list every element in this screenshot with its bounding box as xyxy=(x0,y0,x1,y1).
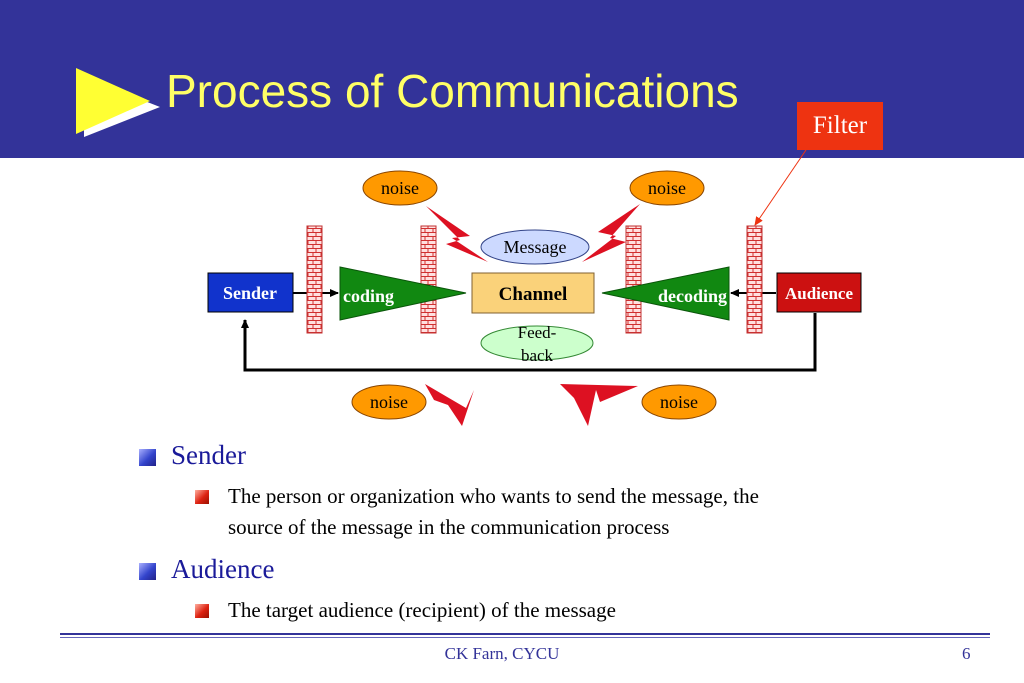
bullet-square-icon xyxy=(139,449,156,466)
sender-label: Sender xyxy=(223,283,277,303)
audience-box xyxy=(776,272,862,313)
channel-label: Channel xyxy=(499,284,568,305)
feedback-label-line2: back xyxy=(521,346,554,365)
message-label: Message xyxy=(504,237,567,257)
lightning-bolt-icon xyxy=(582,204,640,262)
feedback-ellipse xyxy=(480,325,594,361)
sender-box xyxy=(207,272,294,313)
filter-wall-2 xyxy=(420,225,437,334)
footer-divider xyxy=(60,633,990,635)
filter-wall-4 xyxy=(746,225,763,334)
audience-label: Audience xyxy=(785,284,853,303)
noise-ellipse xyxy=(351,384,427,420)
bullet-text-sender-line1: The person or organization who wants to … xyxy=(228,484,759,508)
filter-wall-3 xyxy=(625,225,642,334)
bullet-square-icon xyxy=(139,563,156,580)
feedback-label-line1: Feed- xyxy=(518,323,557,342)
footer-divider xyxy=(60,637,990,638)
noise-label: noise xyxy=(381,178,419,198)
coding-label: coding xyxy=(343,286,394,306)
page-number: 6 xyxy=(962,644,971,663)
footer-text: CK Farn, CYCU xyxy=(444,644,560,663)
bullet-text-sender-line2: source of the message in the communicati… xyxy=(228,515,670,539)
lightning-bolt-icon xyxy=(560,384,638,426)
noise-ellipse xyxy=(641,384,717,420)
decoding-label: decoding xyxy=(658,286,727,306)
message-ellipse xyxy=(480,229,590,265)
sub-bullet-square-icon xyxy=(195,490,209,504)
filter-wall-1 xyxy=(306,225,323,334)
lightning-bolt-icon xyxy=(425,384,474,426)
filter-pointer-arrow xyxy=(754,149,807,226)
page-title: Process of Communications xyxy=(166,65,739,117)
noise-label: noise xyxy=(648,178,686,198)
bullet-heading-sender: Sender xyxy=(171,440,246,470)
coding-funnel xyxy=(339,266,467,321)
decoding-funnel xyxy=(601,266,730,321)
lightning-bolt-icon xyxy=(426,206,488,262)
sub-bullet-square-icon xyxy=(195,604,209,618)
noise-label: noise xyxy=(660,392,698,412)
noise-label: noise xyxy=(370,392,408,412)
noise-ellipse xyxy=(362,170,438,206)
noise-ellipse xyxy=(629,170,705,206)
filter-label: Filter xyxy=(797,102,883,150)
bullet-heading-audience: Audience xyxy=(171,554,275,584)
channel-box xyxy=(471,272,595,314)
bullet-text-audience-line1: The target audience (recipient) of the m… xyxy=(228,598,616,622)
feedback-loop-arrow xyxy=(241,313,817,372)
